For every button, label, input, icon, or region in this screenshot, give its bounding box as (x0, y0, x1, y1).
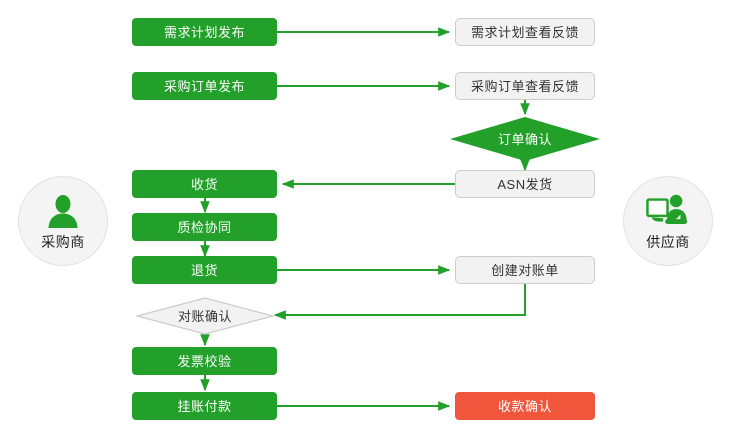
node-label: 收款确认 (497, 398, 552, 414)
node-label: 对账确认 (177, 308, 232, 324)
node-label: 退货 (190, 262, 218, 278)
actor-buyer: 采购商 (18, 176, 108, 266)
actor-buyer-label: 采购商 (41, 233, 85, 250)
node-receive-goods[interactable]: 收货 (132, 170, 277, 198)
node-label: 质检协同 (177, 219, 232, 235)
node-label: 采购订单发布 (163, 78, 245, 94)
node-label: 采购订单查看反馈 (470, 78, 579, 94)
edge-statement-to-reconcile (273, 284, 526, 320)
node-label: 订单确认 (497, 131, 552, 147)
node-purchase-order-feedback[interactable]: 采购订单查看反馈 (455, 72, 595, 100)
node-quality-inspection[interactable]: 质检协同 (132, 213, 277, 241)
node-create-statement[interactable]: 创建对账单 (455, 256, 595, 284)
node-return-goods[interactable]: 退货 (132, 256, 277, 284)
actor-supplier: 供应商 (623, 176, 713, 266)
node-payable-payment[interactable]: 挂账付款 (132, 392, 277, 420)
node-label: 需求计划发布 (163, 24, 245, 40)
user-icon (41, 191, 85, 231)
node-demand-plan-feedback[interactable]: 需求计划查看反馈 (455, 18, 595, 46)
node-label: 挂账付款 (177, 398, 232, 414)
node-label: 需求计划查看反馈 (470, 24, 579, 40)
node-reconciliation-confirm[interactable]: 对账确认 (136, 297, 274, 335)
node-asn-shipment[interactable]: ASN发货 (455, 170, 595, 198)
node-label: ASN发货 (497, 176, 553, 192)
node-payment-receipt-confirm[interactable]: 收款确认 (455, 392, 595, 420)
node-demand-plan-publish[interactable]: 需求计划发布 (132, 18, 277, 46)
node-label: 收货 (190, 176, 218, 192)
node-label: 发票校验 (177, 353, 232, 369)
node-purchase-order-publish[interactable]: 采购订单发布 (132, 72, 277, 100)
actor-supplier-label: 供应商 (646, 233, 690, 250)
user-at-computer-icon (646, 191, 690, 231)
node-label: 创建对账单 (491, 262, 559, 278)
node-order-confirm[interactable]: 订单确认 (450, 117, 600, 161)
node-invoice-verification[interactable]: 发票校验 (132, 347, 277, 375)
